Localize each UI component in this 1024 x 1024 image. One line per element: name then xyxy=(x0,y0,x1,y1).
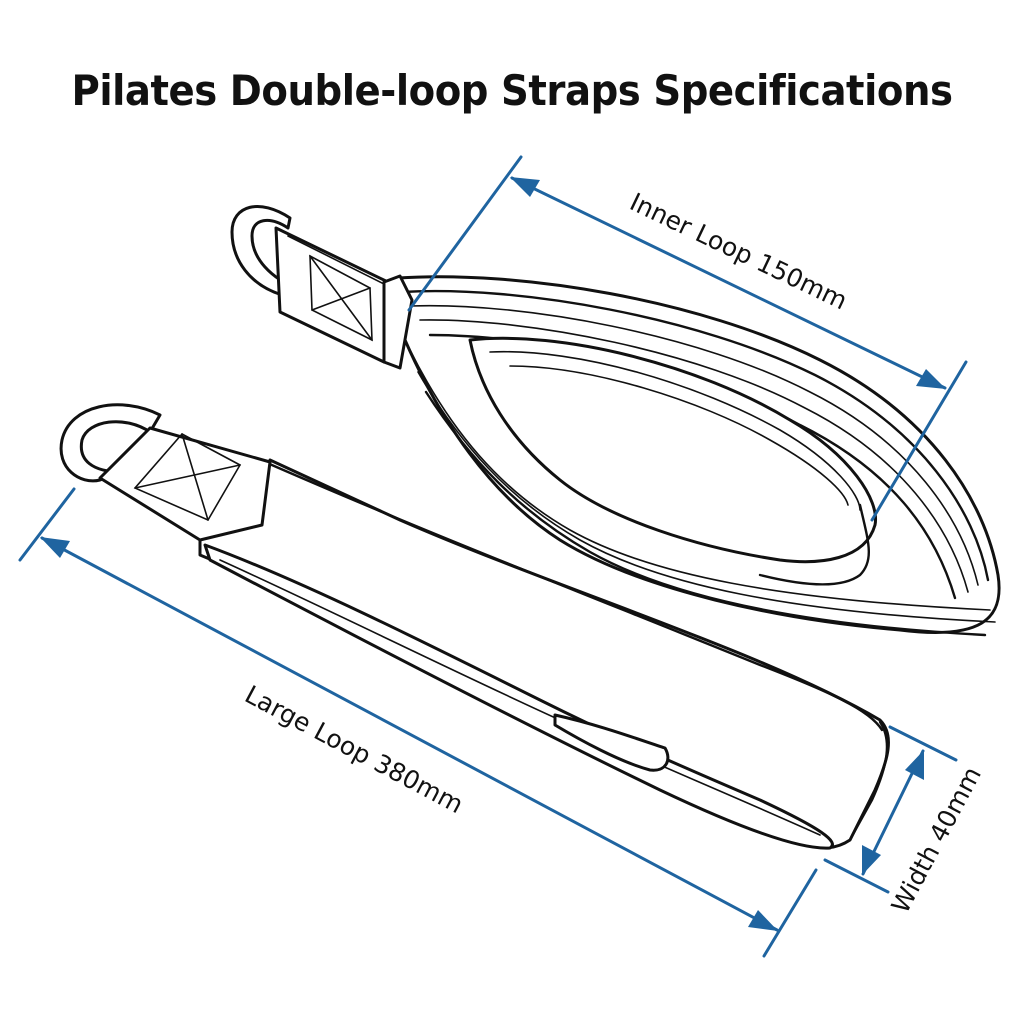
width-extension-top xyxy=(888,725,958,762)
width-extension-bottom xyxy=(823,858,890,894)
lower-handle-tab xyxy=(98,426,272,542)
large-loop-label: Large Loop 380mm xyxy=(240,680,468,820)
inner-loop-label: Inner Loop 150mm xyxy=(625,187,851,315)
inner-loop-strap xyxy=(230,205,1001,637)
inner-loop-extension-end xyxy=(870,360,968,522)
large-loop-dimension-line xyxy=(40,536,779,932)
lower-stitch-box xyxy=(133,432,242,522)
arrow-down-icon xyxy=(862,845,881,875)
upper-stitch-box xyxy=(309,254,373,342)
inner-loop-opening xyxy=(468,336,878,564)
inner-loop-dimension-line xyxy=(510,176,947,390)
upper-handle-tab xyxy=(274,226,390,364)
large-loop-fold xyxy=(553,713,670,772)
arrow-left-icon xyxy=(510,177,540,197)
large-loop-strap xyxy=(59,403,890,850)
lower-d-ring xyxy=(59,403,162,483)
arrow-left-icon xyxy=(40,537,70,558)
diagram-title: Pilates Double-loop Straps Specification… xyxy=(71,66,953,115)
arrow-right-icon xyxy=(916,369,946,389)
arrow-right-icon xyxy=(748,910,778,931)
width-label: Width 40mm xyxy=(886,762,987,918)
large-loop-extension-end xyxy=(762,868,818,958)
arrow-up-icon xyxy=(905,750,924,780)
large-loop-extension-start xyxy=(18,487,76,562)
inner-loop-extension-start xyxy=(407,155,523,312)
